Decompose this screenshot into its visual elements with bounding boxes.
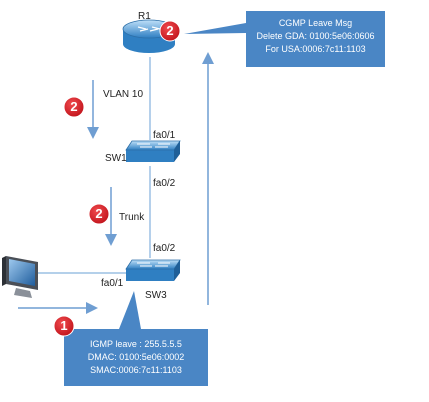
computer-monitor-icon bbox=[2, 256, 38, 298]
links bbox=[38, 57, 151, 274]
vlan-label: VLAN 10 bbox=[103, 89, 144, 100]
trunk-label: Trunk bbox=[119, 212, 145, 223]
badges bbox=[53, 20, 181, 337]
cgmp-line-3: For USA:0006:7c11:1103 bbox=[265, 44, 366, 54]
igmp-callout-pointer bbox=[119, 291, 141, 329]
cgmp-callout: CGMP Leave Msg Delete GDA: 0100:5e06:060… bbox=[246, 17, 385, 56]
badge-router: 2 bbox=[166, 23, 174, 38]
sw3-port-top: fa0/2 bbox=[153, 243, 176, 254]
igmp-line-1: IGMP leave : 255.5.5.5 bbox=[90, 339, 182, 349]
cgmp-callout-pointer bbox=[184, 23, 246, 34]
callout-shapes bbox=[64, 11, 385, 386]
igmp-callout: IGMP leave : 255.5.5.5 DMAC: 0100:5e06:0… bbox=[64, 338, 208, 377]
badge-trunk-circle bbox=[88, 203, 110, 225]
badge-trunk: 2 bbox=[95, 206, 103, 221]
sw1-port-top: fa0/1 bbox=[153, 130, 176, 141]
sw1-label: SW1 bbox=[105, 153, 127, 164]
cgmp-line-2: Delete GDA: 0100:5e06:0606 bbox=[256, 31, 375, 41]
switch-icon bbox=[125, 140, 181, 162]
badge-igmp-circle bbox=[53, 315, 75, 337]
cgmp-callout-box bbox=[246, 11, 385, 67]
cgmp-line-1: CGMP Leave Msg bbox=[278, 18, 353, 28]
sw1-port-bottom: fa0/2 bbox=[153, 178, 176, 189]
igmp-callout-box bbox=[64, 329, 208, 386]
badge-igmp: 1 bbox=[60, 318, 68, 333]
igmp-line-2: DMAC: 0100:5e06:0002 bbox=[87, 352, 185, 362]
igmp-line-3: SMAC:0006:7c11:1103 bbox=[90, 365, 182, 375]
router-label: R1 bbox=[138, 11, 151, 22]
sw3-label: SW3 bbox=[145, 290, 167, 301]
badge-vlan: 2 bbox=[70, 99, 78, 114]
badge-vlan-circle bbox=[63, 96, 85, 118]
sw3-port-left: fa0/1 bbox=[101, 278, 124, 289]
switch-icon bbox=[125, 259, 181, 281]
flow-arrows bbox=[18, 52, 214, 314]
badge-router-circle bbox=[159, 20, 181, 42]
